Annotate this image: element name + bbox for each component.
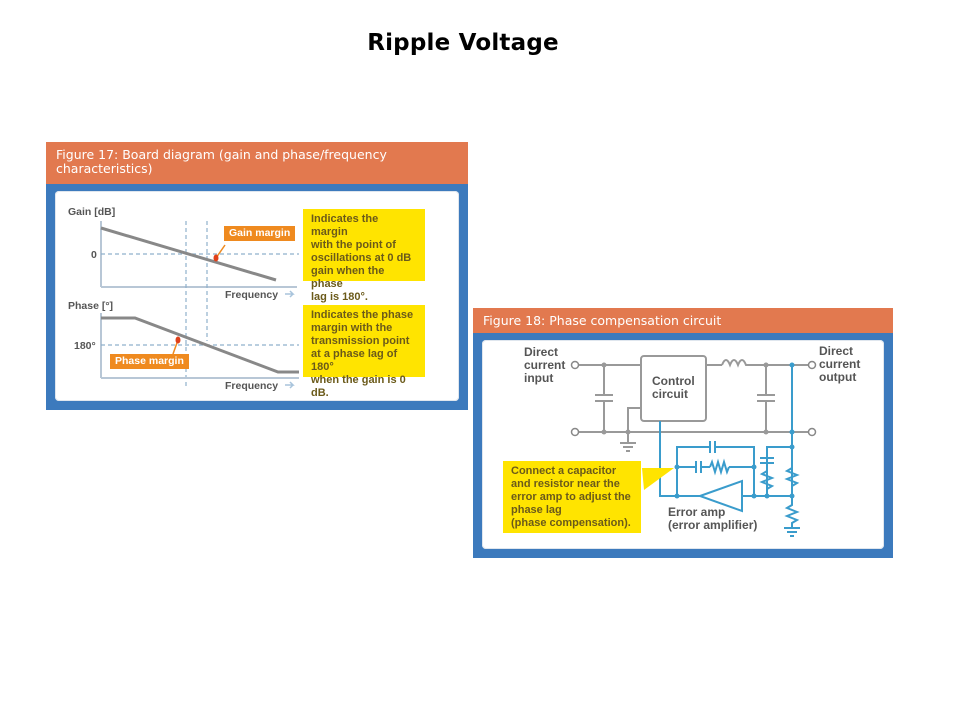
figure-18-title: Figure 18: Phase compensation circuit (473, 308, 893, 333)
node (789, 444, 795, 450)
node (751, 493, 757, 499)
phase-x-axis-label: Frequency (225, 380, 278, 392)
phase-curve (101, 316, 299, 374)
node (789, 429, 795, 435)
gain-axis-label: Gain [dB] (68, 206, 115, 218)
inductor (721, 359, 748, 368)
bode-diagram: Gain [dB] 0 Frequency Phase [°] 180° Fre… (68, 206, 299, 392)
node (789, 493, 795, 499)
node (674, 464, 680, 470)
control-feedback-line (659, 421, 677, 497)
divider-resistor-bottom (784, 496, 800, 528)
gain-x-axis-label: Frequency (225, 289, 278, 301)
figure-17-body: Gain [dB] 0 Frequency Phase [°] 180° Fre… (55, 191, 459, 401)
node (764, 493, 770, 499)
node (763, 429, 769, 435)
dc-input-label: Direct current input (524, 345, 566, 385)
note-callout-pointer (642, 468, 674, 490)
phase-margin-note: Indicates the phase margin with the tran… (303, 305, 425, 399)
gain-margin-note: Indicates the margin with the point of o… (303, 209, 425, 303)
comp-cap-loop-left (676, 446, 710, 496)
gain-margin-tag: Gain margin (224, 226, 296, 241)
divider-resistor-top (784, 460, 800, 496)
input-terminal-positive (570, 360, 580, 370)
figure-18-panel: Figure 18: Phase compensation circuit (473, 308, 893, 558)
slide-title: Ripple Voltage (367, 30, 559, 56)
phase-compensation-circuit (570, 355, 817, 537)
node (625, 429, 631, 435)
node (789, 362, 795, 368)
figure-18-body: Direct current input Direct current outp… (482, 340, 884, 549)
comp-cap-loop-right (715, 446, 755, 496)
output-terminal-negative (807, 427, 817, 437)
node (601, 429, 607, 435)
phase-margin-tag: Phase margin (110, 354, 189, 369)
control-ground-wire (627, 407, 641, 443)
output-terminal-positive (807, 360, 817, 370)
phase-margin-marker (175, 336, 181, 344)
error-amp-label: Error amp (error amplifier) (668, 505, 758, 532)
gain-margin-marker (213, 254, 219, 262)
node (674, 493, 680, 499)
control-circuit-box (640, 355, 707, 422)
gain-zero-tick: 0 (91, 249, 97, 261)
phase-x-arrow-icon (285, 381, 295, 389)
gain-x-arrow-icon (285, 290, 295, 298)
figure-17-panel: Figure 17: Board diagram (gain and phase… (46, 142, 468, 410)
phase-axis-label: Phase [°] (68, 300, 113, 312)
node (751, 464, 757, 470)
figure-17-title: Figure 17: Board diagram (gain and phase… (46, 142, 468, 184)
node (763, 362, 769, 368)
dc-output-label: Direct current output (819, 344, 861, 384)
branch-resistor (759, 463, 775, 496)
gain-curve (100, 226, 277, 282)
node (601, 362, 607, 368)
control-circuit-label: Control circuit (652, 374, 695, 401)
phase-180-tick: 180° (74, 340, 96, 352)
input-terminal-negative (570, 427, 580, 437)
phase-compensation-note: Connect a capacitor and resistor near th… (503, 461, 641, 533)
comp-rc-resistor (709, 458, 730, 476)
